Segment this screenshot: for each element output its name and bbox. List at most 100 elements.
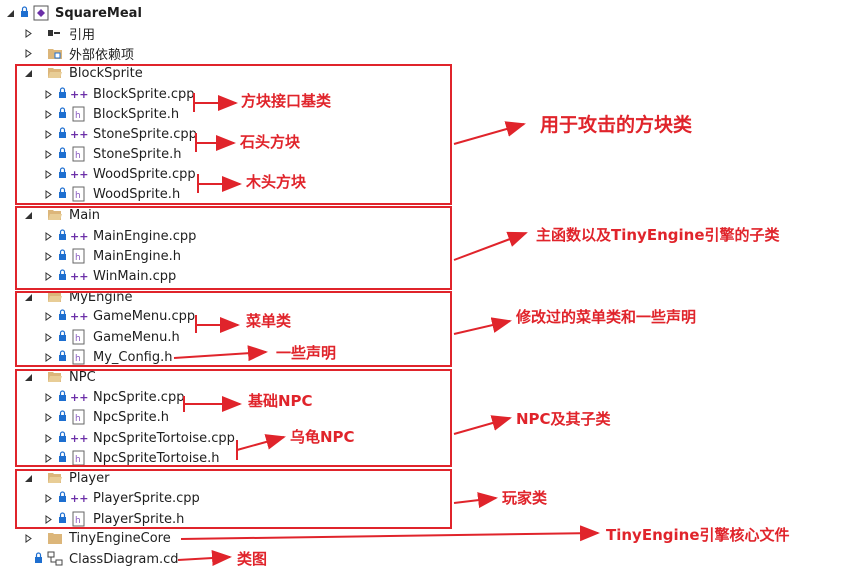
folder-main[interactable]: Main [22,205,100,225]
cpp-file-icon: ++ [70,166,88,182]
file-label: BlockSprite.h [93,106,180,122]
annotation-wood-block: 木头方块 [246,173,307,191]
collapse-triangle-icon[interactable] [4,7,16,19]
file-item[interactable]: h MainEngine.h [42,246,181,266]
file-item[interactable]: h BlockSprite.h [42,104,179,124]
folder-player[interactable]: Player [22,468,109,488]
file-item[interactable]: ++ StoneSprite.cpp [42,124,197,144]
group-box-npc [15,369,452,467]
collapse-triangle-icon[interactable] [22,472,34,484]
h-file-icon: h [70,349,88,365]
annotation-core: TinyEngine引擎核心文件 [606,526,790,544]
file-label: GameMenu.h [93,329,180,345]
svg-text:++: ++ [70,432,88,444]
file-item[interactable]: h NpcSpriteTortoise.h [42,448,220,468]
file-item[interactable]: ++ GameMenu.cpp [42,306,195,326]
lock-icon [58,512,68,526]
file-label: StoneSprite.h [93,146,182,162]
folder-blocksprite[interactable]: BlockSprite [22,63,143,83]
file-item[interactable]: h My_Config.h [42,347,173,367]
file-label: PlayerSprite.cpp [93,490,200,506]
external-deps-node[interactable]: 外部依赖项 [22,43,134,63]
project-icon [32,5,50,21]
expand-triangle-icon[interactable] [22,47,34,59]
expand-triangle-icon[interactable] [42,88,54,100]
svg-text:h: h [75,111,81,121]
svg-text:h: h [75,516,81,526]
collapse-triangle-icon[interactable] [22,371,34,383]
folder-tinyenginecore[interactable]: TinyEngineCore [22,528,171,548]
expand-triangle-icon[interactable] [42,432,54,444]
expand-triangle-icon[interactable] [42,351,54,363]
file-item[interactable]: ++ BlockSprite.cpp [42,84,195,104]
expand-triangle-icon[interactable] [42,148,54,160]
folder-npc[interactable]: NPC [22,367,96,387]
expand-triangle-icon[interactable] [42,168,54,180]
folder-open-icon [46,289,64,305]
file-item[interactable]: ++ PlayerSprite.cpp [42,488,200,508]
lock-icon [58,269,68,283]
svg-text:++: ++ [70,88,88,100]
annotation-some-decl: 一些声明 [276,344,337,362]
lock-icon [58,249,68,263]
folder-myengine[interactable]: MyEngine [22,287,132,307]
file-item[interactable]: ++ NpcSprite.cpp [42,387,184,407]
file-item[interactable]: h WoodSprite.h [42,184,180,204]
file-item[interactable]: ++ NpcSpriteTortoise.cpp [42,428,235,448]
expand-triangle-icon[interactable] [42,128,54,140]
file-item[interactable]: h StoneSprite.h [42,144,181,164]
file-item[interactable]: ++ WinMain.cpp [42,266,176,286]
expand-triangle-icon[interactable] [42,492,54,504]
expand-triangle-icon[interactable] [42,513,54,525]
expand-triangle-icon[interactable] [22,532,34,544]
file-label: WoodSprite.h [93,186,181,202]
lock-icon [58,229,68,243]
expand-triangle-icon[interactable] [42,108,54,120]
expand-triangle-icon[interactable] [42,391,54,403]
annotation-stone-block: 石头方块 [240,133,301,151]
external-deps-icon [46,45,64,61]
svg-text:++: ++ [70,492,88,504]
collapse-triangle-icon[interactable] [22,67,34,79]
folder-open-icon [46,65,64,81]
expand-triangle-icon[interactable] [22,27,34,39]
references-label: 引用 [69,27,96,43]
annotation-class-diagram: 类图 [237,550,268,568]
lock-icon [58,431,68,445]
collapse-triangle-icon[interactable] [22,291,34,303]
lock-icon [58,87,68,101]
file-item[interactable]: h NpcSprite.h [42,407,169,427]
file-item[interactable]: ++ WoodSprite.cpp [42,164,196,184]
group-box-player [15,469,452,529]
expand-triangle-icon[interactable] [42,188,54,200]
project-node[interactable]: SquareMeal [4,3,142,23]
collapse-triangle-icon[interactable] [22,209,34,221]
lock-icon [58,167,68,181]
file-label: MainEngine.h [93,248,181,264]
cpp-file-icon: ++ [70,308,88,324]
annotation-main: 主函数以及TinyEngine引擎的子类 [536,226,780,244]
expand-triangle-icon[interactable] [42,452,54,464]
expand-triangle-icon[interactable] [42,230,54,242]
file-item[interactable]: h GameMenu.h [42,327,180,347]
file-label: WinMain.cpp [93,268,177,284]
file-item[interactable]: ++ MainEngine.cpp [42,226,196,246]
expand-triangle-icon[interactable] [42,270,54,282]
file-item[interactable]: h PlayerSprite.h [42,509,184,529]
lock-icon [20,6,30,20]
expand-triangle-icon[interactable] [42,411,54,423]
group-box-main [15,206,452,290]
class-diagram-file[interactable]: ClassDiagram.cd [34,549,179,569]
expand-triangle-icon[interactable] [42,250,54,262]
lock-icon [58,390,68,404]
expand-triangle-icon[interactable] [42,310,54,322]
folder-label: BlockSprite [69,65,143,81]
lock-icon [58,107,68,121]
svg-text:++: ++ [70,230,88,242]
expand-triangle-icon[interactable] [42,331,54,343]
svg-text:h: h [75,414,81,424]
file-label: MainEngine.cpp [93,228,197,244]
svg-text:h: h [75,151,81,161]
references-node[interactable]: 引用 [22,23,95,43]
file-label: NpcSpriteTortoise.cpp [93,430,235,446]
